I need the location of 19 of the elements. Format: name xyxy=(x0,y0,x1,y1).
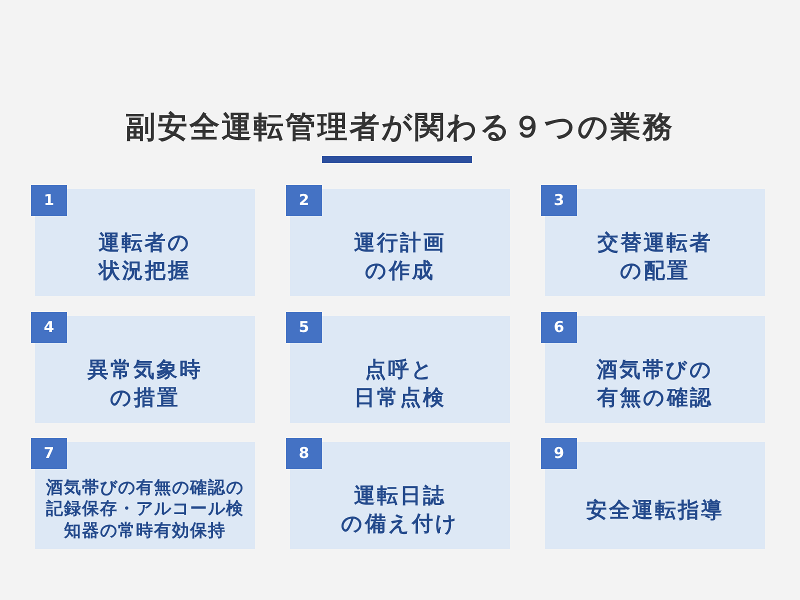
number-badge: 8 xyxy=(286,438,322,469)
title: 副安全運転管理者が関わる９つの業務 xyxy=(126,109,674,147)
task-text: 酒気帯びの有無の確認 xyxy=(596,356,714,412)
task-text: 安全運転指導 xyxy=(586,496,724,524)
number-badge: 6 xyxy=(541,312,577,343)
number-badge: 1 xyxy=(31,185,67,216)
task-text: 異常気象時の措置 xyxy=(88,356,202,412)
task-text: 運行計画の作成 xyxy=(354,230,446,285)
number-badge: 7 xyxy=(31,438,67,469)
number-badge: 3 xyxy=(541,185,577,216)
task-text: 交替運転者の配置 xyxy=(598,230,712,285)
task-text: 運転者の状況把握 xyxy=(98,230,192,285)
number-badge: 5 xyxy=(286,312,322,343)
number-badge: 4 xyxy=(31,312,67,343)
task-text: 点呼と日常点検 xyxy=(354,356,446,412)
number-badge: 2 xyxy=(286,185,322,216)
task-text: 酒気帯びの有無の確認の記録保存・アルコール検知器の常時有効保持 xyxy=(46,478,244,542)
task-text: 運転日誌の備え付け xyxy=(341,482,459,538)
number-badge: 9 xyxy=(541,438,577,469)
